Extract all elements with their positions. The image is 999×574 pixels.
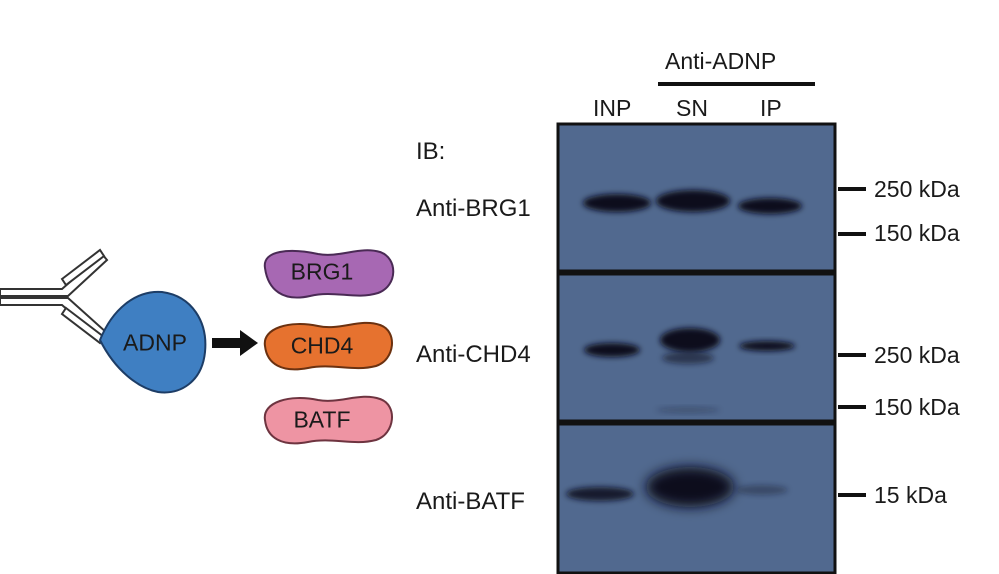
marker-tick: [838, 232, 866, 236]
marker-tick: [838, 405, 866, 409]
marker-label-chd4-250: 250 kDa: [874, 342, 960, 368]
marker-label-brg1-150: 150 kDa: [874, 220, 960, 246]
chd4-bands: [584, 328, 795, 413]
chd4-label: CHD4: [290, 332, 354, 359]
lane-label-ip: IP: [760, 95, 782, 121]
brg1-protein-shape: [263, 249, 395, 299]
ib-label: IB:: [416, 138, 446, 165]
marker-tick: [838, 187, 866, 191]
antibody-icon: [0, 248, 109, 345]
anti-adnp-bracket: [658, 82, 815, 86]
marker-label-brg1-250: 250 kDa: [874, 176, 960, 202]
batf-bands: [566, 467, 788, 507]
band-chd4-ip: [739, 341, 795, 351]
band-chd4-smear: [656, 407, 720, 413]
band-brg1-inp: [583, 194, 651, 212]
band-chd4-sn-lower: [662, 352, 714, 364]
brg1-bands: [583, 190, 802, 214]
adnp-protein-shape: [98, 290, 207, 394]
marker-tick: [838, 493, 866, 497]
band-batf-inp: [566, 487, 634, 501]
antibody-label-batf: Anti-BATF: [416, 488, 525, 515]
adnp-label: ADNP: [123, 329, 187, 356]
band-batf-sn: [646, 467, 734, 507]
chd4-protein-shape: [263, 321, 393, 371]
lane-label-sn: SN: [676, 95, 708, 121]
anti-adnp-label: Anti-ADNP: [665, 48, 777, 74]
band-chd4-inp: [584, 343, 640, 357]
brg1-label: BRG1: [290, 258, 354, 285]
batf-protein-shape: [263, 395, 393, 445]
band-brg1-ip: [738, 198, 802, 214]
marker-label-batf-15: 15 kDa: [874, 482, 947, 508]
band-chd4-sn: [660, 328, 720, 352]
marker-tick: [838, 353, 866, 357]
band-brg1-sn: [656, 190, 730, 212]
binding-arrow: [212, 330, 258, 356]
antibody-label-chd4: Anti-CHD4: [416, 341, 531, 368]
antibody-label-brg1: Anti-BRG1: [416, 195, 531, 222]
band-batf-ip: [736, 485, 788, 495]
lane-label-inp: INP: [593, 95, 632, 121]
marker-label-chd4-150: 150 kDa: [874, 394, 960, 420]
batf-label: BATF: [293, 406, 351, 433]
